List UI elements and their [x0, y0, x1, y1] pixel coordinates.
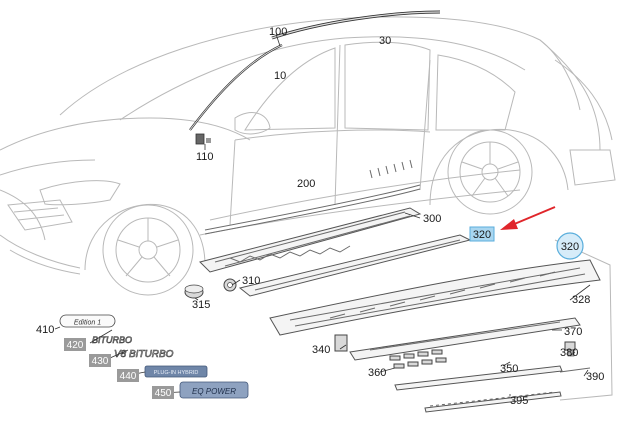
- badge-plugin-440[interactable]: PLUG-IN HYBRID: [144, 365, 208, 378]
- badge-biturbo-420[interactable]: BITURBO: [92, 335, 133, 346]
- window-trim-strip[interactable]: [189, 44, 283, 131]
- bracket-340[interactable]: [334, 334, 348, 352]
- tag-420[interactable]: 420: [64, 338, 86, 351]
- badge-v8-text: V8 BITURBO: [114, 349, 174, 360]
- badge-biturbo-text: BITURBO: [92, 335, 132, 345]
- callout-390[interactable]: 390: [586, 371, 604, 383]
- highlight-320-circle[interactable]: 320: [556, 232, 584, 260]
- car-outline: [0, 16, 616, 296]
- badge-eq-text: EQ POWER: [192, 387, 236, 396]
- badge-eq-450[interactable]: EQ POWER: [179, 381, 249, 399]
- callout-10[interactable]: 10: [274, 70, 286, 82]
- tag-430[interactable]: 430: [89, 354, 111, 367]
- callout-110[interactable]: 110: [196, 151, 214, 163]
- strip-395[interactable]: [424, 391, 562, 413]
- callout-labels: 100 30 10 110 200 300 310 315 328 370 34…: [36, 26, 604, 407]
- leader-lines: [54, 33, 591, 396]
- badge-v8-430[interactable]: V8 BITURBO: [114, 349, 174, 361]
- tag-450-text: 450: [155, 388, 172, 399]
- clip-110[interactable]: [195, 133, 211, 145]
- callout-370[interactable]: 370: [564, 326, 582, 338]
- callout-340[interactable]: 340: [312, 344, 330, 356]
- badge-plugin-text: PLUG-IN HYBRID: [154, 370, 199, 376]
- badge-edition-text: Edition 1: [74, 320, 101, 327]
- callout-410[interactable]: 410: [36, 324, 54, 336]
- highlight-320-main-text: 320: [473, 229, 491, 241]
- callout-100[interactable]: 100: [269, 26, 287, 38]
- running-board-300[interactable]: [199, 207, 422, 273]
- callout-200[interactable]: 200: [297, 178, 315, 190]
- callout-350[interactable]: 350: [500, 363, 518, 375]
- bolt-310[interactable]: [223, 278, 237, 292]
- strip-390[interactable]: [559, 367, 591, 373]
- callout-328[interactable]: 328: [572, 294, 590, 306]
- badge-edition-410[interactable]: Edition 1: [59, 314, 116, 328]
- callout-360[interactable]: 360: [368, 367, 386, 379]
- highlight-320-circle-text: 320: [561, 241, 579, 253]
- callout-380[interactable]: 380: [560, 347, 578, 359]
- callout-30[interactable]: 30: [379, 35, 391, 47]
- roof-rail[interactable]: [271, 10, 441, 40]
- highlight-320-main[interactable]: 320: [469, 226, 495, 242]
- tag-440-text: 440: [120, 371, 137, 382]
- red-arrow-icon: [500, 206, 556, 230]
- tag-440[interactable]: 440: [117, 369, 139, 382]
- callout-310[interactable]: 310: [242, 275, 260, 287]
- callout-395[interactable]: 395: [510, 395, 528, 407]
- callout-315[interactable]: 315: [192, 299, 210, 311]
- callout-300[interactable]: 300: [423, 213, 441, 225]
- cap-315[interactable]: [184, 284, 204, 299]
- trim-370[interactable]: [349, 317, 581, 361]
- strip-350[interactable]: [394, 365, 563, 391]
- tag-450[interactable]: 450: [152, 386, 174, 399]
- pads-360[interactable]: [389, 349, 447, 369]
- tag-420-text: 420: [67, 340, 84, 351]
- tag-430-text: 430: [92, 356, 109, 367]
- step-platform-328[interactable]: [269, 259, 601, 336]
